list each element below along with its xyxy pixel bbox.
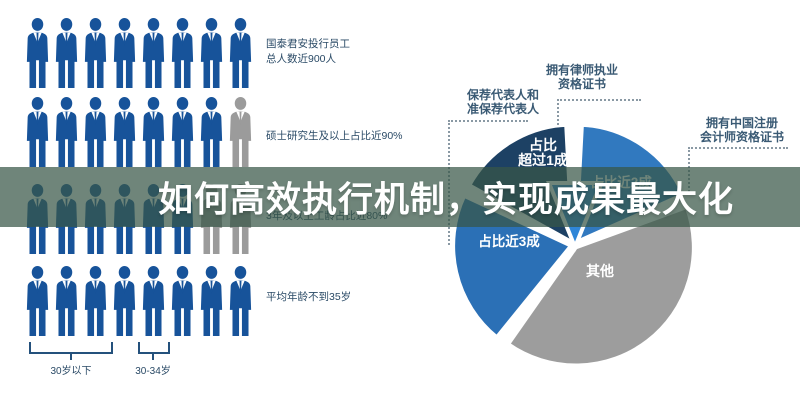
callout-lawyer-cert: 拥有律师执业 资格证书 [545,63,618,91]
row-label-total: 国泰君安投行员工 总人数近900人 [266,38,350,65]
row-label-masters: 硕士研究生及以上占比近90% [266,130,403,142]
callout-line [448,120,528,122]
pie-label-over10-line2: 超过1成 [517,152,568,168]
callout-line [688,147,788,149]
callout-line [557,99,641,101]
pie-slice-other [505,204,696,368]
pie-label-over10-line1: 占比 [529,137,557,153]
callout-sponsor-reps: 保荐代表人和 准保荐代表人 [466,88,539,116]
pie-label-other: 其他 [586,263,614,279]
headline-text: 如何高效执行机制，实现成果最大化 [158,180,735,220]
age-bracket-label-30-34: 30-34岁 [135,366,171,377]
age-bracket-label-under-30: 30岁以下 [50,366,92,377]
callout-cpa-cert: 拥有中国注册 会计师资格证书 [699,116,784,144]
row-label-age: 平均年龄不到35岁 [266,291,352,303]
pie-label-near30: 占比近3成 [478,233,540,249]
callout-line [557,99,559,125]
headline-banner: 如何高效执行机制，实现成果最大化 [0,167,800,227]
